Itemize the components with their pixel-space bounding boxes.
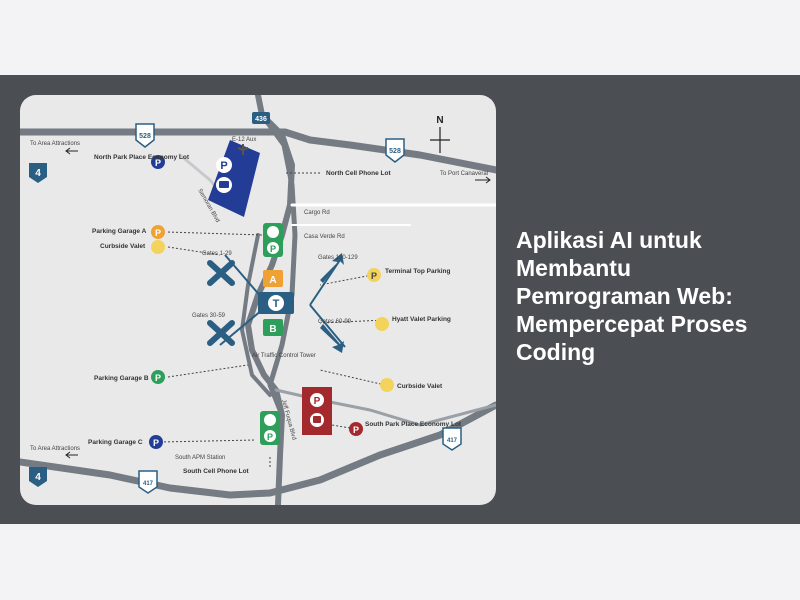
- parking-garage-b-label: Parking Garage B: [94, 375, 149, 382]
- north-park-place-lot: [208, 140, 260, 217]
- aux-lot-label: E-12 Aux: [232, 137, 256, 143]
- side-b-label: B: [269, 324, 276, 335]
- parking-garage-c-marker-letter: P: [153, 438, 159, 448]
- parking-garage-c-label: Parking Garage C: [88, 439, 143, 446]
- curbside-valet-left-label: Curbside Valet: [100, 243, 146, 250]
- garage-a-stack-p: [267, 242, 279, 254]
- route-528-shield-right: 528: [385, 138, 405, 163]
- map-svg: P P A T B P P: [20, 95, 496, 505]
- sr528-road: [20, 128, 496, 174]
- south-lot-parking-letter: P: [314, 396, 321, 407]
- parking-garage-a-marker-letter: P: [155, 228, 161, 238]
- garage-c-stack-p: [264, 430, 276, 442]
- north-lot-bus-shape: [219, 181, 229, 188]
- route-417-shield-bottom: 417: [138, 470, 158, 494]
- north-park-place-label: North Park Place Economy Lot: [94, 154, 190, 161]
- apm-routes: [219, 254, 346, 348]
- north-compass-icon: N: [430, 115, 450, 153]
- casa-verde-label: Casa Verde Rd: [304, 234, 345, 240]
- gates-100-129-arrow: [320, 253, 344, 283]
- gates-30-59-label: Gates 30-59: [192, 313, 226, 319]
- svg-text:4: 4: [35, 168, 41, 179]
- terminal-complex: A T B: [219, 254, 346, 348]
- terminal-top-parking-marker: [367, 268, 381, 282]
- terminal-loop-west: [240, 233, 272, 397]
- south-park-place-marker-letter: P: [353, 425, 359, 435]
- north-cell-lot-label: North Cell Phone Lot: [326, 170, 391, 177]
- parking-garage-a-label: Parking Garage A: [92, 228, 147, 235]
- terminal-t-label: T: [273, 298, 280, 310]
- to-area-attractions-bottom: To Area Attractions: [30, 446, 80, 452]
- svg-text:4: 4: [35, 472, 41, 483]
- terminal-loop-east: [259, 112, 298, 418]
- hyatt-valet-marker: [375, 317, 389, 331]
- parking-garage-c-marker: [149, 435, 163, 449]
- north-lot-parking-letter: P: [220, 160, 227, 172]
- svg-text:N: N: [436, 115, 443, 126]
- parking-garage-b-marker: [151, 370, 165, 384]
- svg-text:528: 528: [389, 148, 401, 155]
- north-park-place-marker: [151, 155, 165, 169]
- cargo-rd-label: Cargo Rd: [304, 210, 330, 216]
- route-417-shield-right: 417: [442, 427, 462, 451]
- airport-map: P P A T B P P: [20, 95, 496, 505]
- gates-1-29-label: Gates 1-29: [202, 251, 232, 257]
- svg-text:417: 417: [143, 481, 154, 487]
- svg-text:436: 436: [255, 116, 267, 123]
- south-lot-bus-shape: [313, 416, 321, 423]
- parking-garage-b-marker-letter: P: [155, 373, 161, 383]
- sr417-road: [20, 401, 496, 499]
- terminal-t-badge: [268, 295, 284, 311]
- terminal-side-a: [263, 270, 283, 287]
- side-a-label: A: [269, 275, 276, 286]
- airside-gates: [207, 260, 235, 346]
- air-traffic-tower-label: Air Traffic Control Tower: [252, 353, 316, 359]
- south-park-place-label: South Park Place Economy Lot: [365, 421, 462, 428]
- terminal-side-b: [263, 319, 283, 336]
- airside-arrows: [320, 253, 344, 353]
- to-port-canaveral-arrow: [475, 176, 491, 184]
- route-4-shield-top: 4: [29, 163, 47, 183]
- terminal-top-parking-label: Terminal Top Parking: [385, 268, 451, 275]
- to-area-attractions-top: To Area Attractions: [30, 141, 80, 147]
- garage-c-stack-letter: P: [267, 432, 273, 442]
- to-port-canaveral: To Port Canaveral: [440, 171, 488, 177]
- svg-text:417: 417: [447, 438, 458, 444]
- parking-garage-a-marker: [151, 225, 165, 239]
- hyatt-valet-label: Hyatt Valet Parking: [392, 316, 451, 323]
- to-area-attractions-top-arrow: [65, 147, 78, 155]
- gates-1-29-x: [207, 260, 235, 286]
- gates-100-129-label: Gates 100-129: [318, 255, 358, 261]
- leader-lines: [159, 172, 386, 467]
- garage-a-stack-icon: [267, 226, 279, 238]
- south-lot-parking-icon: [310, 393, 324, 407]
- curbside-valet-left-marker: [151, 240, 165, 254]
- north-lot-parking-icon: [216, 157, 232, 173]
- to-area-attractions-bottom-arrow: [65, 451, 78, 459]
- svg-text:528: 528: [139, 133, 151, 140]
- garage-a-stack-letter: P: [270, 244, 276, 254]
- gates-30-59-x: [207, 320, 235, 346]
- curbside-valet-right-marker: [380, 378, 394, 392]
- south-cell-lot-label: South Cell Phone Lot: [183, 468, 250, 475]
- south-apm-station-label: South APM Station: [175, 455, 225, 461]
- route-436-shield: 436: [252, 112, 270, 124]
- gates-60-99-label: Gates 60-99: [318, 319, 352, 325]
- terminal-top-parking-marker-letter: P: [371, 271, 377, 281]
- gates-60-99-arrow: [320, 324, 344, 353]
- route-4-shield-bottom: 4: [29, 467, 47, 487]
- airplane-icon: [238, 144, 248, 155]
- route-528-shield-left: 528: [135, 123, 155, 148]
- garage-c-stack-icon: [264, 414, 276, 426]
- page-title: Aplikasi AI untuk Membantu Pemrograman W…: [516, 227, 748, 365]
- north-park-place-marker-letter: P: [155, 158, 161, 168]
- curbside-valet-right-label: Curbside Valet: [397, 383, 443, 390]
- south-park-place-marker: [349, 422, 363, 436]
